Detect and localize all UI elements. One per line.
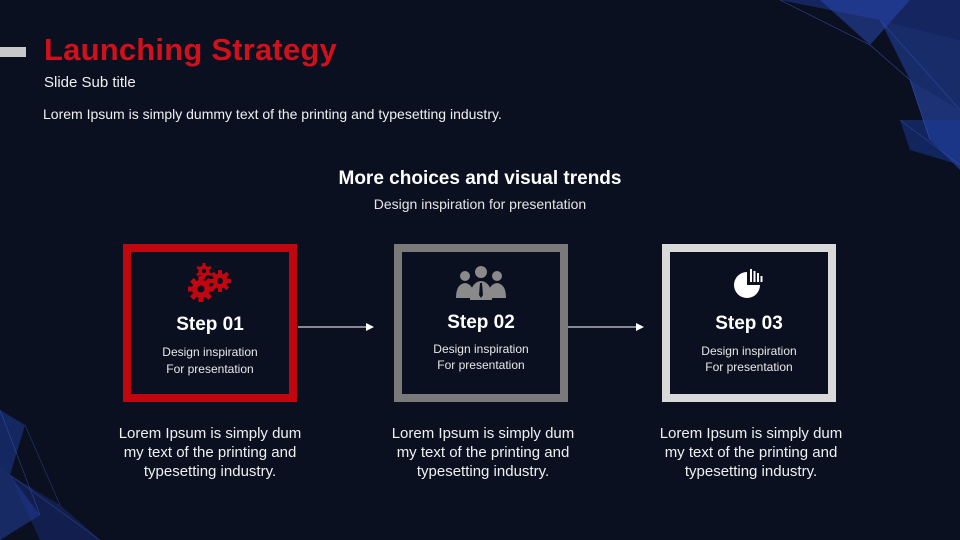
slide-subtitle: Slide Sub title	[44, 74, 136, 91]
step-description-line-1: Design inspiration	[162, 345, 258, 359]
step-description-line-2: For presentation	[705, 360, 793, 374]
step-card-3: Step 03 Design inspiration For presentat…	[662, 244, 836, 402]
pie-chart-icon	[734, 269, 763, 298]
gears-icon	[188, 263, 231, 302]
caption-line: Lorem Ipsum is simply dum	[391, 425, 575, 442]
step-description-line-1: Design inspiration	[433, 342, 529, 356]
polygon-network-decoration-top-right	[779, 0, 960, 170]
title-accent-bar	[0, 47, 26, 57]
step-card-1: Step 01 Design inspiration For presentat…	[123, 244, 297, 402]
step-card-2: Step 02 Design inspiration For presentat…	[394, 244, 568, 402]
step-label: Step 03	[715, 313, 783, 334]
polygon-network-decoration-bottom-left	[0, 409, 101, 540]
step-caption-3: Lorem Ipsum is simply dum my text of the…	[641, 424, 861, 481]
caption-line: Lorem Ipsum is simply dum	[118, 425, 302, 442]
step-caption-2: Lorem Ipsum is simply dum my text of the…	[373, 424, 593, 481]
step-label: Step 02	[447, 312, 515, 333]
intro-text: Lorem Ipsum is simply dummy text of the …	[43, 106, 502, 122]
caption-line: my text of the printing and	[664, 444, 838, 461]
step-description-line-2: For presentation	[166, 362, 254, 376]
arrow-right-icon	[298, 323, 374, 331]
step-description-line-1: Design inspiration	[701, 344, 797, 358]
step-caption-1: Lorem Ipsum is simply dum my text of the…	[100, 424, 320, 481]
caption-line: my text of the printing and	[123, 444, 297, 461]
step-description-line-2: For presentation	[437, 358, 525, 372]
caption-line: Lorem Ipsum is simply dum	[659, 425, 843, 442]
arrow-right-icon	[568, 323, 644, 331]
caption-line: typesetting industry.	[684, 463, 818, 480]
caption-line: typesetting industry.	[416, 463, 550, 480]
caption-line: my text of the printing and	[396, 444, 570, 461]
team-icon	[456, 266, 506, 300]
section-subheading: Design inspiration for presentation	[373, 196, 587, 212]
step-label: Step 01	[176, 314, 244, 335]
slide-title: Launching Strategy	[44, 32, 337, 67]
caption-line: typesetting industry.	[143, 463, 277, 480]
section-heading: More choices and visual trends	[338, 168, 622, 189]
